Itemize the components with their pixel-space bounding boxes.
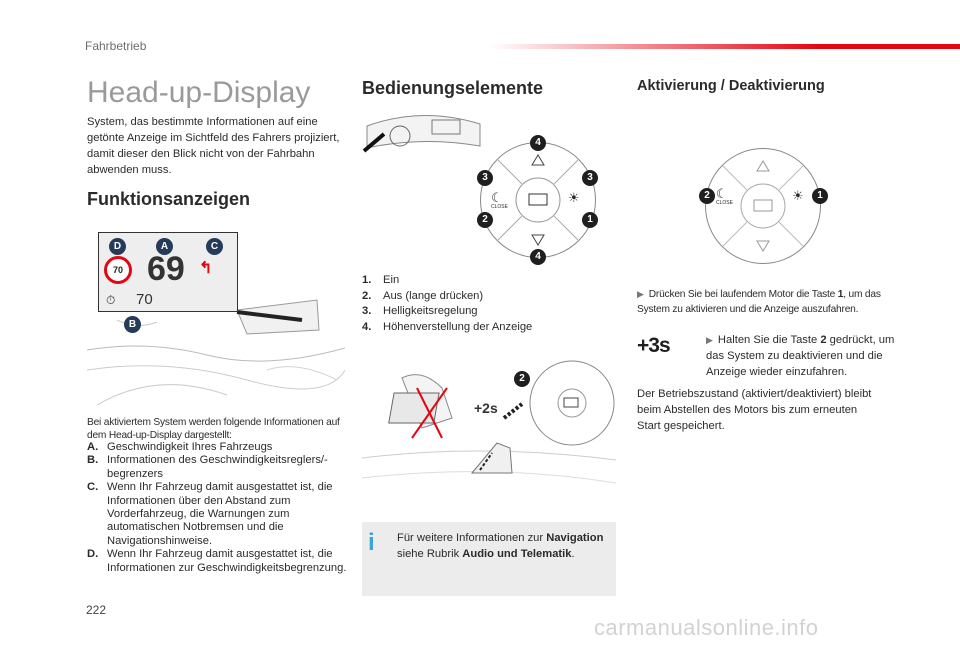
info-icon: i <box>368 529 375 556</box>
heading-funktionsanzeigen: Funktionsanzeigen <box>87 189 251 209</box>
label-b: B <box>124 316 141 333</box>
speed-limit-sign: 70 <box>104 256 132 284</box>
deactivation-note: ▶Halten Sie die Taste 2 gedrückt, um das… <box>706 334 895 378</box>
dial-number-3-right: 3 <box>582 170 598 186</box>
info-box <box>362 522 616 596</box>
activation-note: ▶Drücken Sie bei laufendem Motor die Tas… <box>637 289 881 315</box>
section-header: Fahrbetrieb <box>85 39 147 53</box>
close-label: CLOSE <box>716 200 733 206</box>
list-item: 4.Höhenverstellung der Anzeige <box>362 320 533 333</box>
moon-icon: ☾ <box>491 190 503 205</box>
list-item: D.Wenn Ihr Fahrzeug damit ausgestattet i… <box>87 548 347 574</box>
dial-number-1: 1 <box>582 212 598 228</box>
list-item: 1.Ein <box>362 274 400 286</box>
hold-duration-label: +3s <box>637 334 671 357</box>
dashboard-thumbnail <box>362 106 482 156</box>
hud-caption: Bei aktiviertem System werden folgende I… <box>87 417 340 441</box>
bullet-icon: ▶ <box>706 335 713 345</box>
brightness-icon: ☀ <box>792 188 804 203</box>
label-c: C <box>206 238 223 255</box>
activation-number-2: 2 <box>699 188 715 204</box>
memory-note: Der Betriebszustand (aktiviert/deaktivie… <box>637 388 872 432</box>
bullet-icon: ▶ <box>637 289 644 299</box>
press-number-2: 2 <box>514 371 530 387</box>
dial-number-4-bottom: 4 <box>530 249 546 265</box>
intro-text: System, das bestimmte Informationen auf … <box>87 116 340 176</box>
link-navigation: Navigation <box>546 532 604 544</box>
deactivation-illustration <box>361 348 617 508</box>
header-accent-bar <box>490 44 960 49</box>
activation-number-1: 1 <box>812 188 828 204</box>
list-item: 3.Helligkeitsregelung <box>362 305 478 317</box>
dial-number-4-top: 4 <box>530 135 546 151</box>
heading-bedienungselemente: Bedienungselemente <box>362 78 544 98</box>
activation-dial <box>705 148 821 264</box>
list-item: B.Informationen des Geschwindigkeitsregl… <box>87 454 328 480</box>
link-audio-telematik: Audio und Telematik <box>462 548 572 560</box>
dial-number-2: 2 <box>477 212 493 228</box>
list-item: C.Wenn Ihr Fahrzeug damit ausgestattet i… <box>87 481 333 547</box>
label-a: A <box>156 238 173 255</box>
moon-icon: ☾ <box>716 186 728 201</box>
page-title: Head-up-Display <box>87 76 311 109</box>
label-d: D <box>109 238 126 255</box>
hud-item-list: A.Geschwindigkeit Ihres Fahrzeugs B.Info… <box>87 441 349 575</box>
close-label: CLOSE <box>491 204 508 210</box>
brightness-icon: ☀ <box>568 190 580 205</box>
list-item: 2.Aus (lange drücken) <box>362 289 484 302</box>
navigation-arrow-icon: ↰ <box>199 260 213 277</box>
control-legend: 1.Ein 2.Aus (lange drücken) 3.Helligkeit… <box>362 273 602 335</box>
page-number: 222 <box>86 603 107 617</box>
press-duration-label: +2s <box>474 400 498 416</box>
hud-speed: 69 <box>147 250 185 288</box>
heading-aktivierung: Aktivierung / Deaktivierung <box>637 78 825 94</box>
list-item: A.Geschwindigkeit Ihres Fahrzeugs <box>87 441 273 453</box>
watermark: carmanualsonline.info <box>594 615 819 640</box>
dial-number-3-left: 3 <box>477 170 493 186</box>
hud-cruise-speed: 70 <box>136 291 153 308</box>
info-text: Für weitere Informationen zur Navigation… <box>397 532 604 560</box>
cruise-control-icon: ⏱ <box>106 293 116 307</box>
